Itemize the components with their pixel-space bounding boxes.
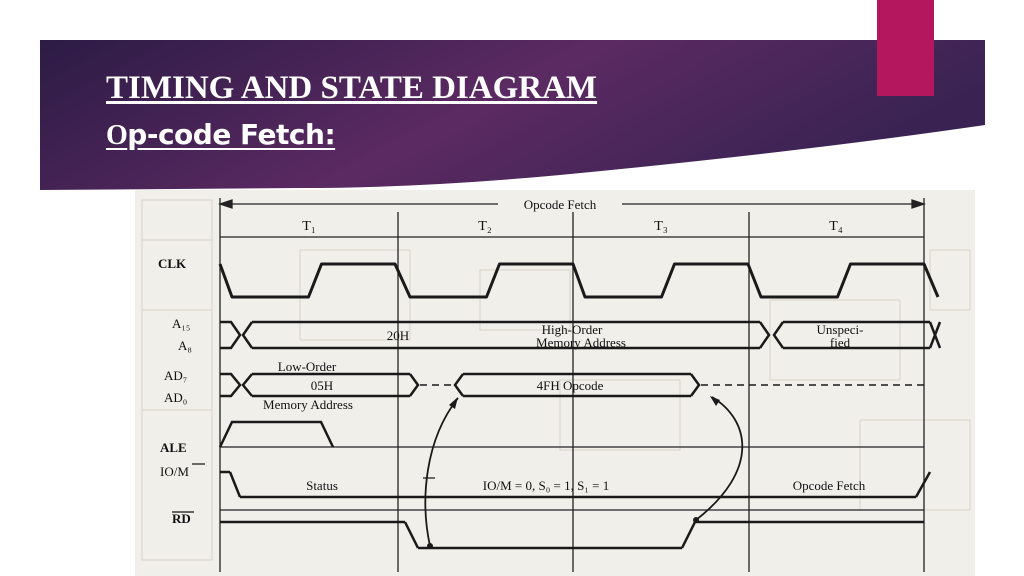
signal-label-iom: IO/M xyxy=(160,464,189,479)
accent-tab xyxy=(877,0,934,96)
high-address-bus xyxy=(220,320,942,350)
signal-label-ale: ALE xyxy=(160,440,187,455)
state-t4-label: T₄ xyxy=(829,219,843,234)
state-t1-label: T₁ xyxy=(302,219,315,234)
unspecified-label-line2: fied xyxy=(830,335,851,350)
high-address-label-line2: Memory Address xyxy=(536,335,626,350)
causal-arrows xyxy=(424,396,744,547)
header-band xyxy=(40,40,985,200)
opcode-fetch-state-label: Opcode Fetch xyxy=(793,478,866,493)
opcode-fetch-span xyxy=(217,199,927,209)
unspecified-label-line1: Unspeci- xyxy=(817,322,864,337)
memory-address-label: Memory Address xyxy=(263,397,353,412)
low-address-data-bus xyxy=(220,372,701,398)
slide-subtitle: Op-code Fetch: xyxy=(106,118,336,152)
high-address-label-line1: High-Order xyxy=(542,322,603,337)
signal-label-rd: RD xyxy=(172,511,191,526)
rd-waveform xyxy=(220,520,924,550)
status-label: Status xyxy=(306,478,338,493)
timing-diagram: Opcode Fetch T₁ T₂ T₃ T₄ CLK A₁₅ A₈ AD₇ … xyxy=(135,190,975,576)
grid-lines xyxy=(219,198,925,572)
status-equation: IO/M = 0, S₀ = 1, S₁ = 1 xyxy=(483,478,609,493)
signal-label-a15: A₁₅ xyxy=(172,316,190,331)
low-order-label: Low-Order xyxy=(278,359,337,374)
state-t3-label: T₃ xyxy=(654,219,668,234)
iom-waveform xyxy=(220,470,932,499)
state-t2-label: T₂ xyxy=(478,219,492,234)
signal-label-clk: CLK xyxy=(158,256,187,271)
opcode-fetch-cycle-label: Opcode Fetch xyxy=(524,197,597,212)
high-address-value: 20H xyxy=(387,328,409,343)
slide-title: TIMING AND STATE DIAGRAM xyxy=(106,70,598,106)
subtitle-first-letter: O xyxy=(106,120,128,151)
signal-label-ad7: AD₇ xyxy=(164,368,187,383)
ale-waveform xyxy=(218,420,335,448)
clk-waveform xyxy=(218,262,940,299)
opcode-label: 4FH Opcode xyxy=(537,378,604,393)
arrow-heads xyxy=(427,396,720,549)
low-address-value: 05H xyxy=(311,378,333,393)
signal-label-a8: A₈ xyxy=(178,338,192,353)
subtitle-rest: p-code Fetch: xyxy=(127,118,336,151)
signal-label-ad0: AD₀ xyxy=(164,390,187,405)
